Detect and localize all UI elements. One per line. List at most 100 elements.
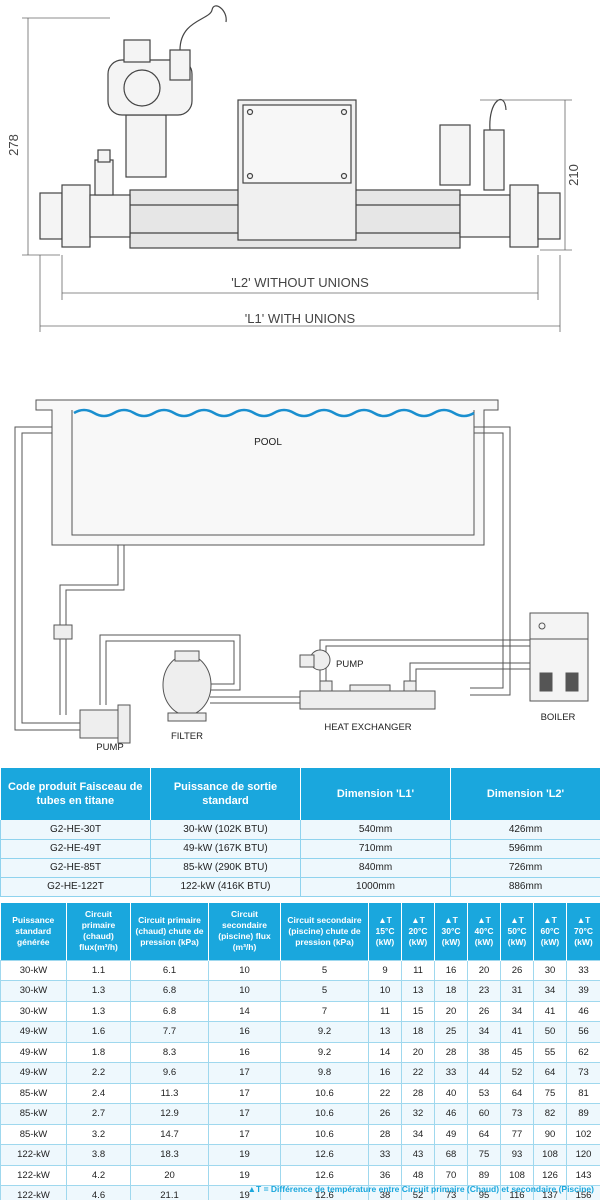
table-cell: 40 (434, 1082, 468, 1104)
table-cell: 73 (434, 1185, 468, 1200)
table-cell: 49-kW (0, 1041, 67, 1063)
table-cell: G2-HE-30T (0, 820, 151, 840)
table-cell: 41 (500, 1021, 534, 1043)
table-cell: 75 (467, 1144, 501, 1166)
table-cell: 46 (434, 1103, 468, 1125)
heat-exchanger-dimension-drawing: 278 210 'L2' WITHOUT UNIONS 'L1' WITH UN… (6, 5, 581, 332)
table-cell: 33 (434, 1062, 468, 1084)
table-cell: 36 (368, 1164, 402, 1186)
table-cell: 886mm (450, 877, 600, 897)
table-cell: 12.6 (280, 1164, 369, 1186)
table-cell: 17 (208, 1062, 281, 1084)
table-cell: 16 (208, 1021, 281, 1043)
table-header-cell: ▲T 15°C (kW) (368, 903, 402, 960)
table-cell: 45 (500, 1041, 534, 1063)
table-cell: 122-kW (0, 1144, 67, 1166)
table-cell: 17 (208, 1103, 281, 1125)
table-header-cell: Puissance standard générée (0, 903, 67, 960)
table-header-cell: Circuit primaire (chaud) flux(m³/h) (66, 903, 131, 960)
filter-tank (162, 650, 212, 722)
table-cell: 19 (208, 1164, 281, 1186)
table-cell: 48 (401, 1164, 435, 1186)
table-cell: 23 (467, 980, 501, 1002)
table-cell: 426mm (450, 820, 600, 840)
table-cell: 15 (401, 1000, 435, 1022)
table-cell: 26 (368, 1103, 402, 1125)
table-cell: 31 (500, 980, 534, 1002)
table-cell: 19 (208, 1185, 281, 1200)
table-cell: 6.1 (130, 959, 209, 981)
table-cell: 82 (533, 1103, 567, 1125)
table-cell: 6.8 (130, 1000, 209, 1022)
table-cell: 10 (208, 980, 281, 1002)
table-cell: 710mm (300, 839, 451, 859)
table-cell: 49 (434, 1123, 468, 1145)
table-cell: 26 (467, 1000, 501, 1022)
table-cell: 17 (208, 1123, 281, 1145)
l1-dimension-label: 'L1' WITH UNIONS (245, 311, 356, 326)
pump-bottom (79, 704, 131, 744)
table-cell: 102 (566, 1123, 600, 1145)
table-cell: 68 (434, 1144, 468, 1166)
valve-icon (53, 624, 73, 640)
table-cell: 20 (467, 959, 501, 981)
table-cell: 16 (368, 1062, 402, 1084)
table-cell: 64 (467, 1123, 501, 1145)
table-cell: 34 (467, 1021, 501, 1043)
table-cell: 12.6 (280, 1185, 369, 1200)
table-cell: 50 (533, 1021, 567, 1043)
dim-210-label: 210 (566, 164, 581, 186)
heat-exchanger-label: HEAT EXCHANGER (324, 722, 411, 733)
pump-top-label: PUMP (336, 659, 363, 670)
table-cell: 726mm (450, 858, 600, 878)
table-cell: 93 (500, 1144, 534, 1166)
table-cell: 22 (401, 1062, 435, 1084)
boiler-label: BOILER (541, 712, 576, 723)
table-cell: 2.4 (66, 1082, 131, 1104)
table-cell: 30-kW (0, 959, 67, 981)
table-cell: 143 (566, 1164, 600, 1186)
boiler-unit (529, 612, 589, 702)
table-cell: 540mm (300, 820, 451, 840)
table-header-cell: ▲T 30°C (kW) (434, 903, 468, 960)
table-cell: 30-kW (0, 1000, 67, 1022)
water-surface (73, 408, 475, 418)
table-cell: 11 (368, 1000, 402, 1022)
table-cell: 4.2 (66, 1164, 131, 1186)
table-cell: 49-kW (0, 1021, 67, 1043)
pump-top (299, 649, 331, 671)
table-cell: 25 (434, 1021, 468, 1043)
table-cell: 28 (434, 1041, 468, 1063)
table-cell: 41 (533, 1000, 567, 1022)
table-cell: 16 (434, 959, 468, 981)
table-cell: 49-kW (0, 1062, 67, 1084)
table-cell: 1.3 (66, 1000, 131, 1022)
table-cell: 120 (566, 1144, 600, 1166)
table-header-cell: Circuit primaire (chaud) chute de pressi… (130, 903, 209, 960)
table-cell: 9.2 (280, 1021, 369, 1043)
table-cell: 81 (566, 1082, 600, 1104)
table-cell: 18.3 (130, 1144, 209, 1166)
dim-278-label: 278 (6, 134, 21, 156)
table-cell: 108 (533, 1144, 567, 1166)
table-cell: 10 (368, 980, 402, 1002)
table-cell: 34 (401, 1123, 435, 1145)
table-cell: 10.6 (280, 1103, 369, 1125)
table-cell: 89 (467, 1164, 501, 1186)
table-cell: 13 (401, 980, 435, 1002)
table-cell: 20 (401, 1041, 435, 1063)
table-cell: 28 (401, 1082, 435, 1104)
table-cell: 30 (533, 959, 567, 981)
table-cell: 10.6 (280, 1082, 369, 1104)
table-cell: 5 (280, 959, 369, 981)
table-cell: 26 (500, 959, 534, 981)
